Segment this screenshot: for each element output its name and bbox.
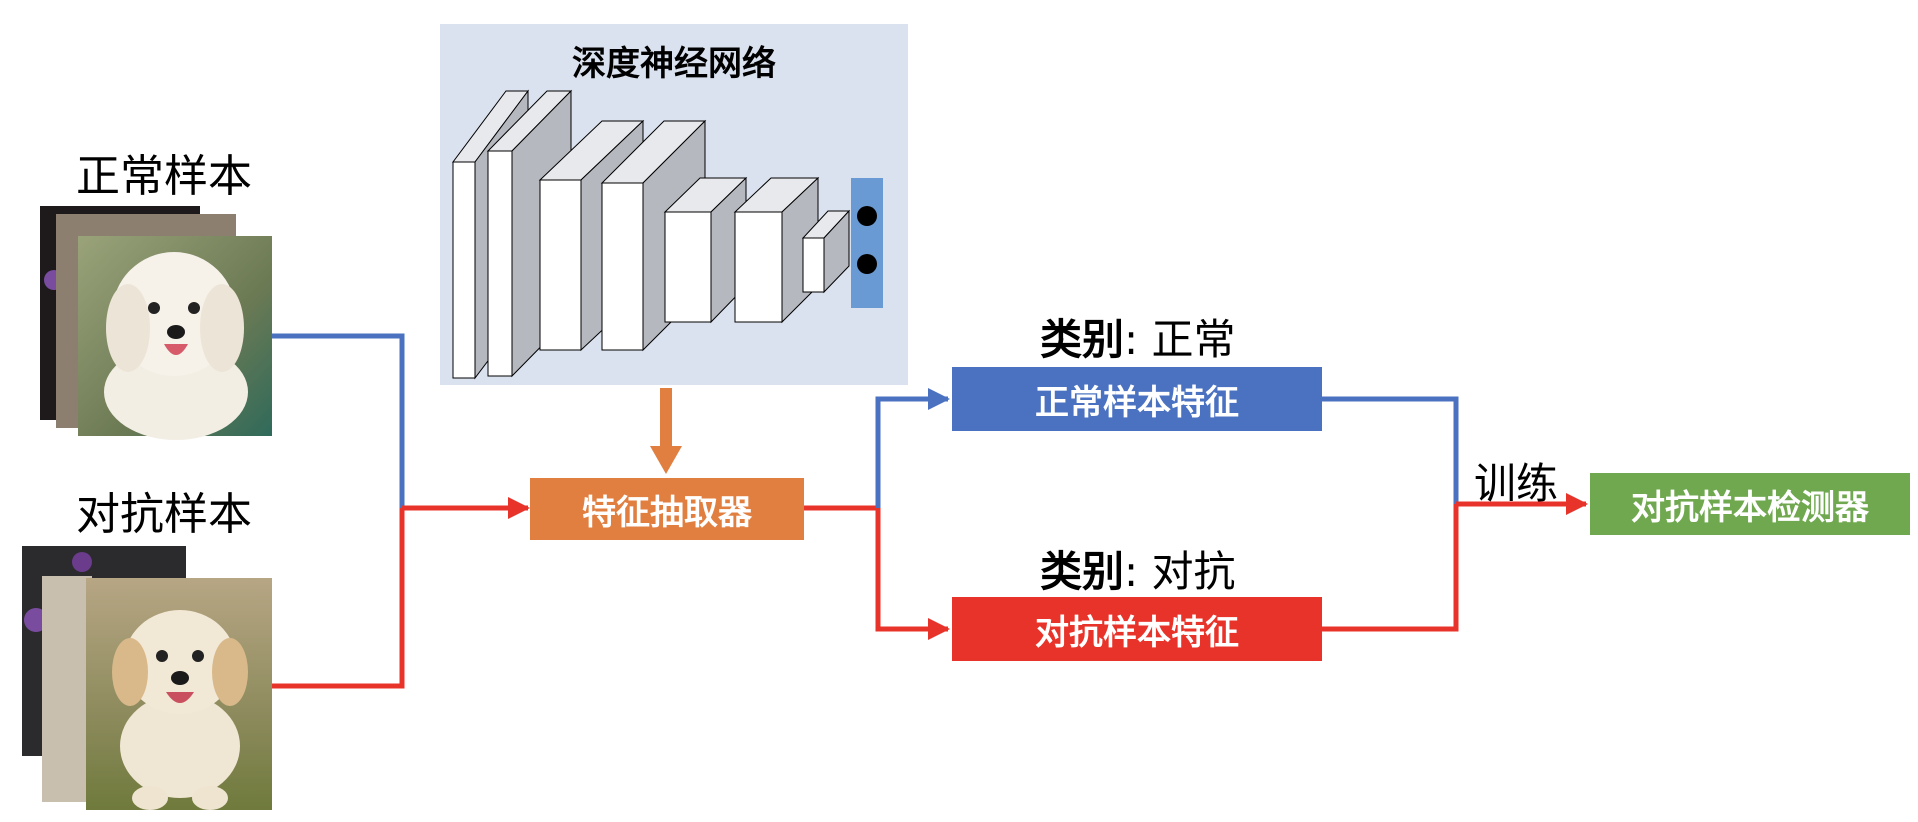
output-layer [851,178,883,308]
adversarial-features-label: 对抗样本特征 [1035,612,1239,653]
normal-class-label: 类别: 正常 [1040,306,1236,367]
arrow-to-normal-features [875,388,950,508]
neural-network-title: 深度神经网络 [572,44,776,84]
adversarial-class-prefix: 类别 [1040,547,1125,596]
feature-extractor-label: 特征抽取器 [582,492,752,533]
feature-extractor-box: 特征抽取器 [530,478,804,540]
adversarial-sample-images [22,546,272,810]
golden-retriever-puppy-illustration [112,610,248,810]
line-normal-features-out [1322,396,1459,504]
neural-network-panel: 深度神经网络 [440,24,908,385]
output-node-2 [857,254,877,274]
line-adversarial-features-out [1322,504,1459,632]
normal-features-label: 正常样本特征 [1035,382,1239,423]
conv-layers [452,89,851,380]
adversarial-image-middle [42,576,92,802]
line-normal-input [272,333,405,508]
maltese-dog-illustration [104,252,248,440]
adversarial-class-label: 类别: 对抗 [1040,538,1236,599]
adversarial-samples-title: 对抗样本 [76,489,252,540]
adversarial-features-box: 对抗样本特征 [952,597,1322,661]
arrow-network-to-extractor-head [650,446,682,474]
normal-samples-title: 正常样本 [76,151,252,202]
normal-class-prefix: 类别 [1040,315,1125,364]
normal-features-box: 正常样本特征 [952,367,1322,431]
normal-sample-images [40,206,272,440]
adversarial-detector-box: 对抗样本检测器 [1590,473,1910,535]
line-adversarial-input [272,508,405,689]
adversarial-class-value: : 对抗 [1124,547,1236,596]
normal-class-value: : 正常 [1124,315,1236,364]
neural-network-illustration [452,89,883,380]
train-label: 训练 [1474,459,1559,508]
adversarial-detector-label: 对抗样本检测器 [1631,487,1869,528]
arrow-to-adversarial-features [875,508,950,640]
output-node-1 [857,206,877,226]
